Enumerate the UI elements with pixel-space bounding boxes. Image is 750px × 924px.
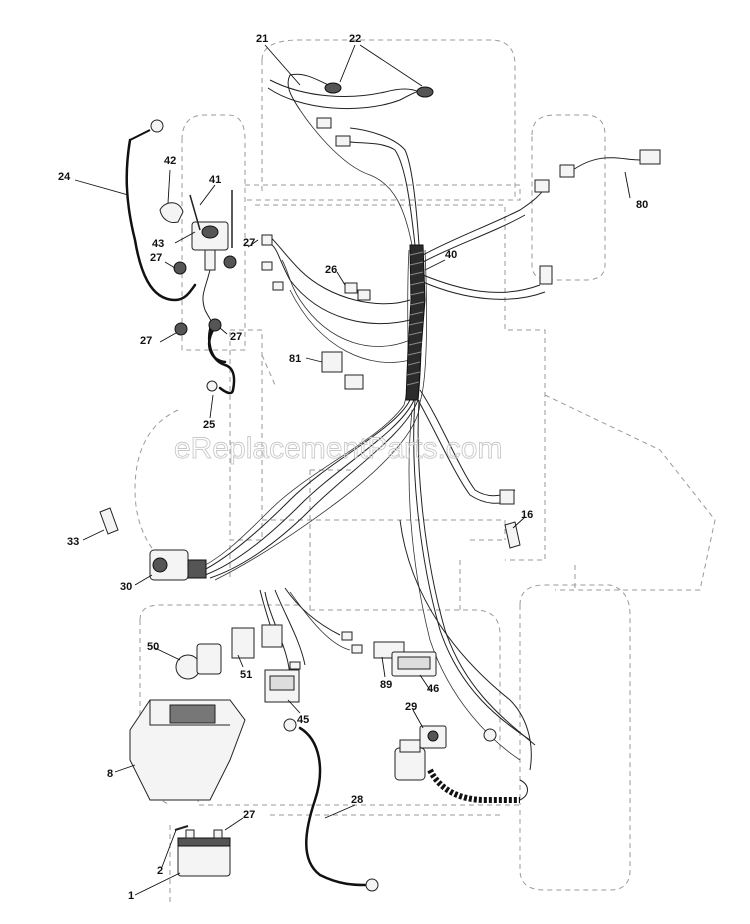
callout-41: 41 <box>209 174 221 186</box>
switch-51 <box>231 627 255 659</box>
parts <box>99 82 661 877</box>
callout-2: 2 <box>157 865 163 877</box>
callout-46: 46 <box>427 683 439 695</box>
callout-27-lower-right: 27 <box>230 331 242 343</box>
callout-25: 25 <box>203 419 215 431</box>
callout-33: 33 <box>67 536 79 548</box>
callout-21: 21 <box>256 33 268 45</box>
callout-27-upper: 27 <box>243 237 255 249</box>
connector-26b <box>357 289 371 301</box>
callout-27-left: 27 <box>150 252 162 264</box>
callout-50: 50 <box>147 641 159 653</box>
wire-loom <box>405 244 426 401</box>
upper-connector-b <box>335 135 351 147</box>
watermark: eReplacementParts.com <box>174 432 502 465</box>
nut-27-d <box>208 318 222 332</box>
switch-50 <box>196 643 222 675</box>
callout-28: 28 <box>351 794 363 806</box>
connector-26a <box>344 282 358 294</box>
nut-27-b <box>223 255 237 269</box>
light-socket-right <box>416 86 434 98</box>
callout-29: 29 <box>405 701 417 713</box>
boot-42 <box>159 202 184 223</box>
callout-16: 16 <box>521 509 533 521</box>
callout-45: 45 <box>297 714 309 726</box>
callout-26: 26 <box>325 264 337 276</box>
upper-connector-a <box>316 117 332 129</box>
nut-27-a <box>173 261 187 275</box>
pigtail-connector-b <box>639 149 661 165</box>
callout-81: 81 <box>289 353 301 365</box>
callout-43: 43 <box>152 238 164 250</box>
right-connector-a <box>534 179 550 193</box>
callout-27-battery: 27 <box>243 809 255 821</box>
callout-42: 42 <box>164 155 176 167</box>
clip-16 <box>504 521 521 549</box>
nut-27-c <box>174 322 188 336</box>
knob-50 <box>175 654 201 680</box>
light-socket-left <box>324 82 342 94</box>
callout-labels: 21 22 24 42 41 43 27 27 27 27 25 26 40 8… <box>58 33 648 902</box>
callout-1: 1 <box>128 890 134 902</box>
callout-89: 89 <box>380 679 392 691</box>
coiled-cable <box>394 739 528 803</box>
callout-51: 51 <box>240 669 252 681</box>
callout-40: 40 <box>445 249 457 261</box>
bracket-33 <box>99 507 119 535</box>
right-connector-b <box>539 265 553 285</box>
callout-leaders <box>74 44 631 896</box>
callout-27-lower-left: 27 <box>140 335 152 347</box>
relay-81 <box>321 351 343 373</box>
connector-51 <box>261 624 283 648</box>
main-harness <box>194 73 546 771</box>
callout-22: 22 <box>349 33 361 45</box>
ground-cable <box>125 119 197 302</box>
callout-80: 80 <box>636 199 648 211</box>
pigtail-connector-a <box>559 164 575 178</box>
battery-cable <box>283 718 379 892</box>
callout-8: 8 <box>107 768 113 780</box>
callout-30: 30 <box>120 581 132 593</box>
callout-24: 24 <box>58 171 71 183</box>
